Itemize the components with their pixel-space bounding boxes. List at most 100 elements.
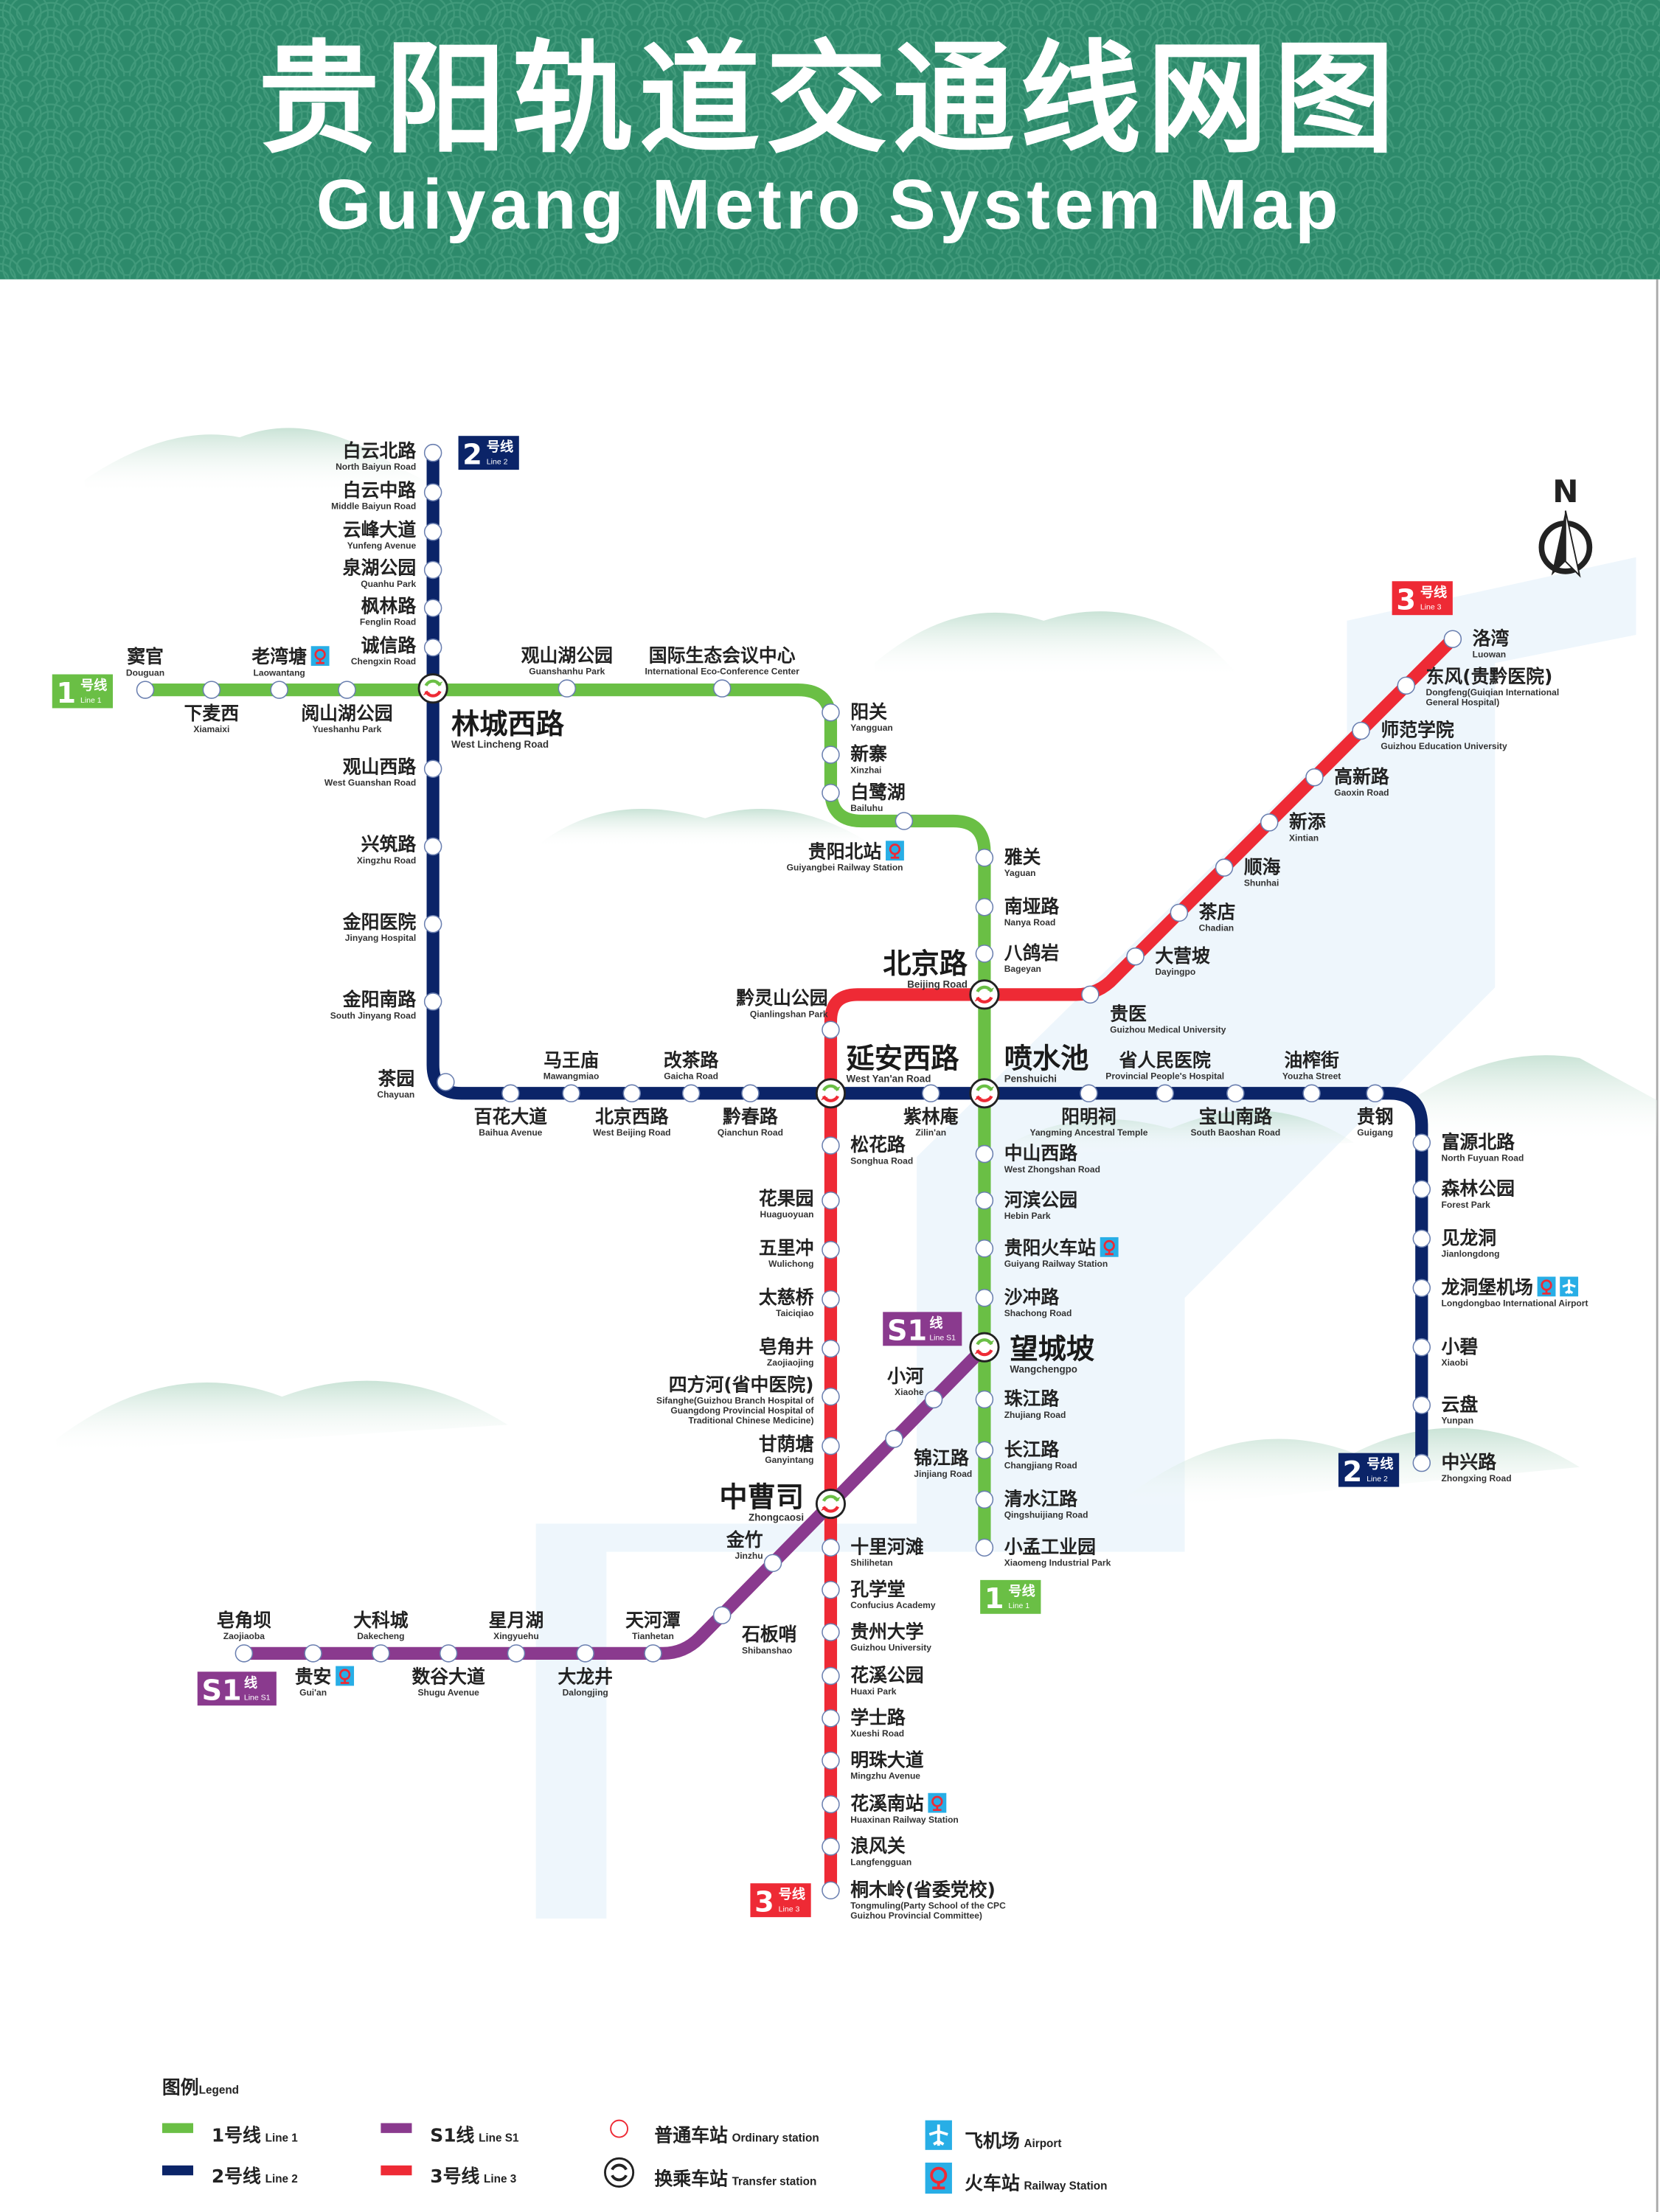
station[interactable]: 四方河(省中医院)Sifanghe(Guizhou Branch Hospita… xyxy=(656,1374,840,1425)
station-dot[interactable] xyxy=(975,1144,994,1164)
station-dot[interactable] xyxy=(423,914,442,933)
transfer-station-icon[interactable] xyxy=(969,1332,1000,1363)
station-dot[interactable] xyxy=(895,812,914,830)
station-dot[interactable] xyxy=(423,483,442,501)
transfer-station-icon[interactable] xyxy=(969,979,1000,1010)
station-dot[interactable] xyxy=(1260,813,1279,832)
station-dot[interactable] xyxy=(423,759,442,778)
station-dot[interactable] xyxy=(822,1191,840,1210)
station-dot[interactable] xyxy=(501,1084,520,1103)
station-dot[interactable] xyxy=(1081,985,1100,1004)
station-dot[interactable] xyxy=(304,1644,322,1663)
station-dot[interactable] xyxy=(822,1881,840,1900)
station-dot[interactable] xyxy=(1302,1084,1321,1103)
station-dot[interactable] xyxy=(822,1581,840,1599)
station[interactable]: 桐木岭(省委党校)Tongmuling(Party School of the … xyxy=(822,1879,1006,1921)
station-dot[interactable] xyxy=(1412,1453,1431,1472)
station-dot[interactable] xyxy=(270,681,288,699)
station-dot[interactable] xyxy=(975,1441,994,1460)
station-dot[interactable] xyxy=(423,443,442,462)
station-dot[interactable] xyxy=(822,1240,840,1259)
transfer-station-icon[interactable] xyxy=(815,1488,847,1520)
station-dot[interactable] xyxy=(1366,1084,1384,1103)
station-dot[interactable] xyxy=(763,1554,782,1573)
transfer-station-icon[interactable] xyxy=(969,1078,1000,1109)
station-dot[interactable] xyxy=(822,1709,840,1728)
station-dot[interactable] xyxy=(1352,721,1370,740)
station[interactable]: 东风(贵黔医院)Dongfeng(Guiqian InternationalGe… xyxy=(1397,666,1559,708)
station-dot[interactable] xyxy=(822,1751,840,1770)
station-dot[interactable] xyxy=(822,1339,840,1358)
station-dot[interactable] xyxy=(1412,1338,1431,1357)
station-dot[interactable] xyxy=(975,1191,994,1210)
station-dot[interactable] xyxy=(423,837,442,856)
station-dot[interactable] xyxy=(975,945,994,963)
station-dot[interactable] xyxy=(202,681,221,699)
station-dot[interactable] xyxy=(235,1644,254,1663)
station-dot[interactable] xyxy=(822,1136,840,1155)
station-dot[interactable] xyxy=(975,1288,994,1307)
station-dot[interactable] xyxy=(558,679,577,698)
station-dot[interactable] xyxy=(1126,947,1145,966)
transfer-station-icon[interactable] xyxy=(417,673,448,704)
station-dot[interactable] xyxy=(1443,630,1462,648)
station-dot[interactable] xyxy=(822,703,840,722)
station-dot[interactable] xyxy=(423,638,442,657)
station-dot[interactable] xyxy=(576,1644,594,1663)
station-dot[interactable] xyxy=(1305,768,1324,787)
station-dot[interactable] xyxy=(1412,1229,1431,1248)
station-dot[interactable] xyxy=(975,849,994,867)
station-dot[interactable] xyxy=(822,1290,840,1309)
station-dot[interactable] xyxy=(423,599,442,617)
station-dot[interactable] xyxy=(681,1084,701,1103)
station-dot[interactable] xyxy=(822,784,840,802)
station-dot[interactable] xyxy=(439,1644,458,1663)
station-dot[interactable] xyxy=(507,1644,526,1663)
station-dot[interactable] xyxy=(975,1538,994,1557)
